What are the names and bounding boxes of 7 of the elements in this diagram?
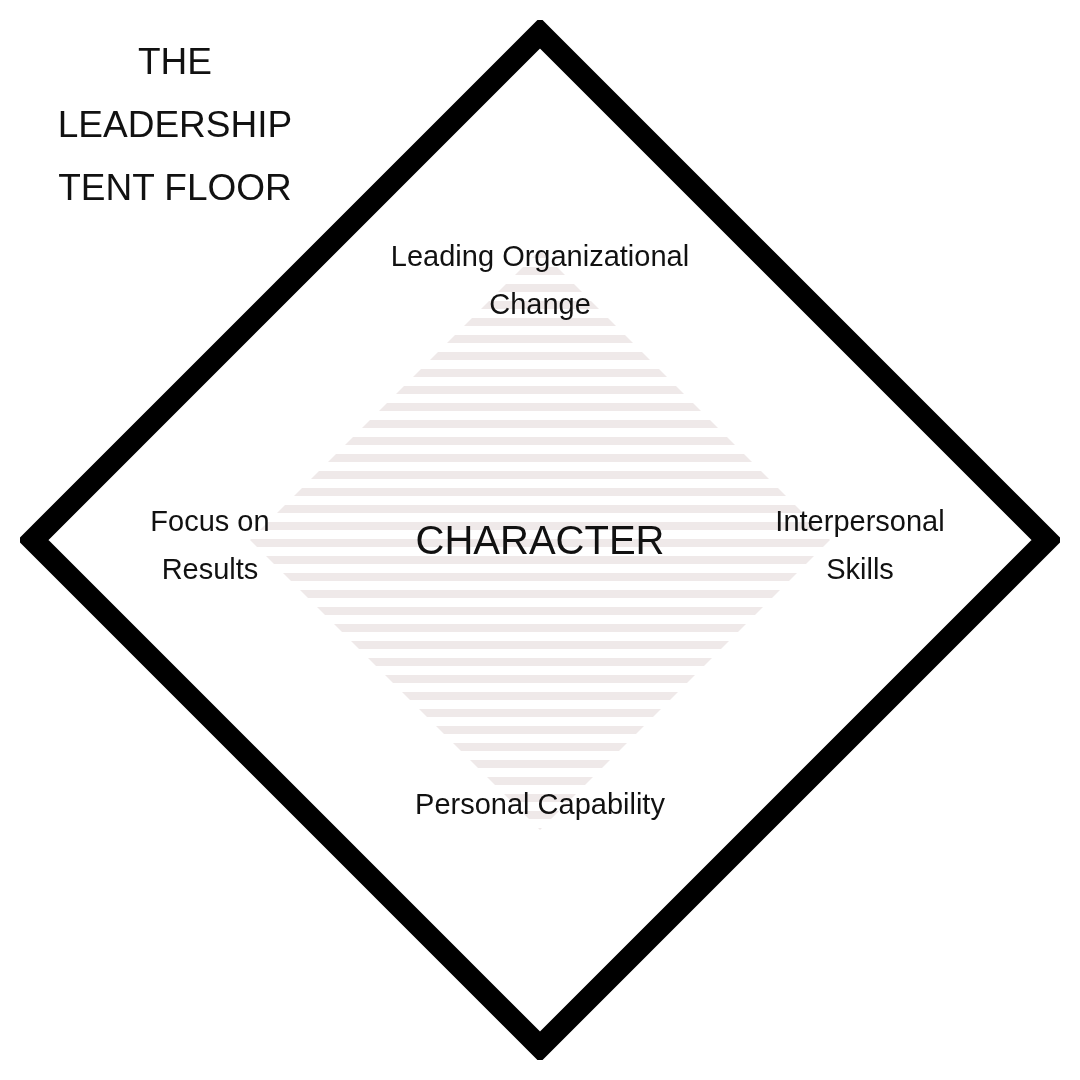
title: THE LEADERSHIP TENT FLOOR <box>56 40 294 210</box>
area-label: Leading Organizational Change <box>390 239 690 322</box>
area-label: Personal Capability <box>414 787 666 822</box>
area-label: Focus on Results <box>149 504 271 587</box>
diamond-frame <box>20 20 1060 1060</box>
area-label: Interpersonal Skills <box>774 504 946 587</box>
center-label: CHARACTER <box>415 517 665 563</box>
